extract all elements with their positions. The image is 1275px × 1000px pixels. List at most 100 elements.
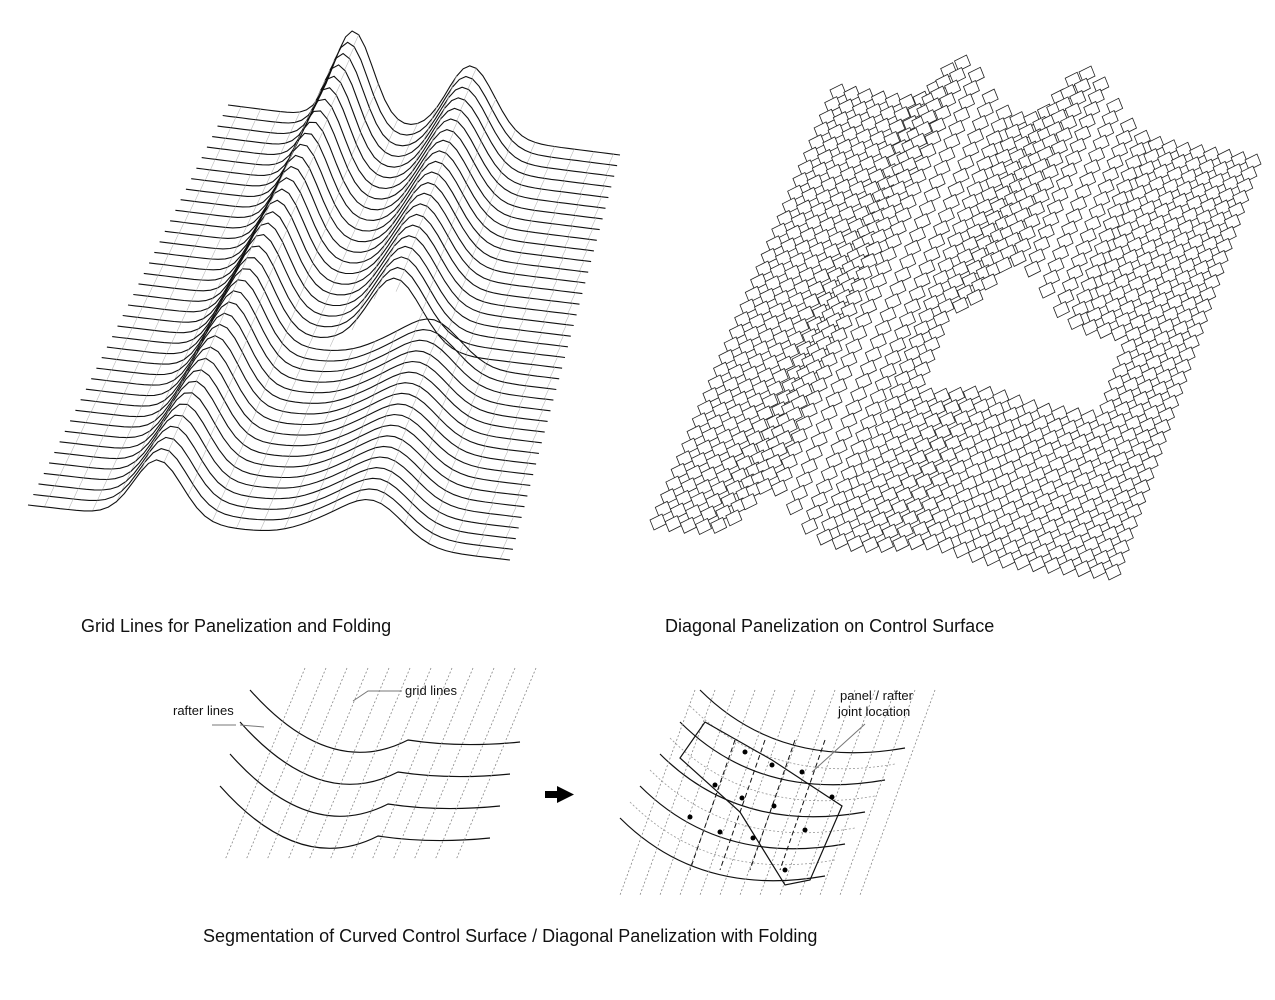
joint-dot [687, 814, 693, 820]
grid-cross-line [290, 204, 297, 217]
diamond-panel [953, 54, 972, 72]
diamond-panel [879, 362, 897, 380]
grid-cross-line [126, 426, 133, 439]
grid-cross-line [392, 383, 398, 396]
diamond-panel [790, 427, 808, 446]
diamond-panel [1064, 102, 1082, 120]
grid-cross-line [313, 143, 319, 155]
grid-cross-line [303, 274, 309, 286]
diamond-panel [759, 287, 777, 305]
grid-cross-line [464, 499, 470, 511]
grid-cross-line [503, 449, 509, 461]
grid-cross-line [423, 128, 430, 140]
grid-cross-line [384, 405, 391, 417]
grid-cross-line [146, 385, 152, 397]
grid-cross-line [359, 479, 365, 491]
grid-cross-line [546, 157, 552, 169]
grid-cross-line [499, 237, 505, 250]
grid-cross-line [270, 121, 276, 134]
grid-cross-line [178, 222, 185, 234]
grid-cross-line [220, 138, 226, 150]
diamond-panel [919, 142, 937, 160]
grid-cross-line [453, 448, 460, 460]
grid-cross-line [182, 404, 188, 416]
diamond-panel [1050, 139, 1068, 157]
rafter-line [619, 817, 826, 882]
diamond-panel [722, 376, 740, 394]
grid-cross-line [338, 426, 345, 438]
grid-cross-line [241, 257, 248, 269]
diamond-panel [916, 508, 934, 526]
diamond-panel [932, 310, 950, 328]
grid-cross-line [414, 386, 421, 399]
diamond-panel [815, 478, 833, 496]
fold-line [719, 739, 766, 871]
caption-segmentation: Segmentation of Curved Control Surface /… [203, 926, 818, 946]
grid-cross-line [218, 313, 225, 325]
diamond-panel [864, 142, 882, 160]
diamond-panel [752, 340, 770, 358]
grid-cross-line [283, 518, 290, 530]
grid-cross-line [527, 364, 534, 376]
grid-cross-line [240, 185, 246, 197]
grid-cross-line [379, 493, 386, 505]
diamond-panel [832, 111, 850, 129]
diamond-panel [1023, 212, 1041, 231]
diamond-panel [770, 441, 788, 459]
diamond-panel [816, 528, 834, 546]
diamond-panel [889, 336, 907, 355]
diamond-panel [942, 285, 960, 303]
grid-row-line [191, 110, 600, 231]
grid-line [350, 667, 432, 861]
grid-cross-line [411, 159, 418, 172]
grid-cross-line [194, 190, 200, 203]
diamond-panel [908, 285, 926, 303]
grid-line [308, 667, 390, 861]
grid-cross-line [121, 437, 128, 449]
diamond-panel [942, 193, 960, 212]
grid-line [759, 689, 836, 896]
diamond-panel [758, 327, 776, 345]
diamond-panel [820, 351, 838, 370]
diamond-panel [826, 503, 844, 521]
grid-cross-line [422, 206, 428, 218]
grid-cross-line [399, 155, 406, 167]
diamond-panel [775, 466, 793, 484]
grid-cross-line [543, 234, 550, 246]
grid-cross-line [176, 321, 182, 334]
diamond-panel [1069, 137, 1087, 155]
diamond-panel [1244, 153, 1262, 171]
diamond-panel [815, 188, 833, 207]
diamond-panel [1067, 312, 1085, 331]
diamond-panel [1056, 232, 1074, 250]
grid-cross-line [425, 354, 432, 367]
grid-cross-line [444, 480, 450, 492]
grid-cross-line [351, 144, 357, 156]
grid-cross-line [354, 383, 360, 395]
grid-cross-line [200, 269, 207, 281]
diamond-panel [874, 375, 892, 393]
diamond-panel [1013, 553, 1031, 571]
grid-line [859, 689, 936, 896]
diamond-panel [855, 311, 873, 329]
grid-cross-line [393, 235, 399, 247]
diamond-panel [810, 377, 828, 395]
diamond-panel [915, 120, 933, 138]
grid-cross-line [342, 303, 348, 316]
grid-cross-line [138, 351, 145, 363]
diamond-panel [796, 199, 814, 217]
diamond-panel [929, 117, 947, 135]
diamond-panel [1166, 382, 1184, 400]
diamond-panel [889, 220, 907, 238]
grid-cross-line [485, 280, 492, 292]
grid-cross-line [526, 220, 532, 233]
diamond-panel [835, 314, 853, 332]
diamond-panel [806, 504, 824, 522]
diamond-panel [1079, 227, 1097, 245]
grid-cross-line [483, 435, 489, 447]
diamond-panel [649, 513, 667, 531]
grid-cross-line [582, 172, 589, 185]
grid-cross-line [406, 341, 413, 353]
grid-cross-line [225, 216, 232, 229]
diamond-panel [845, 153, 863, 171]
